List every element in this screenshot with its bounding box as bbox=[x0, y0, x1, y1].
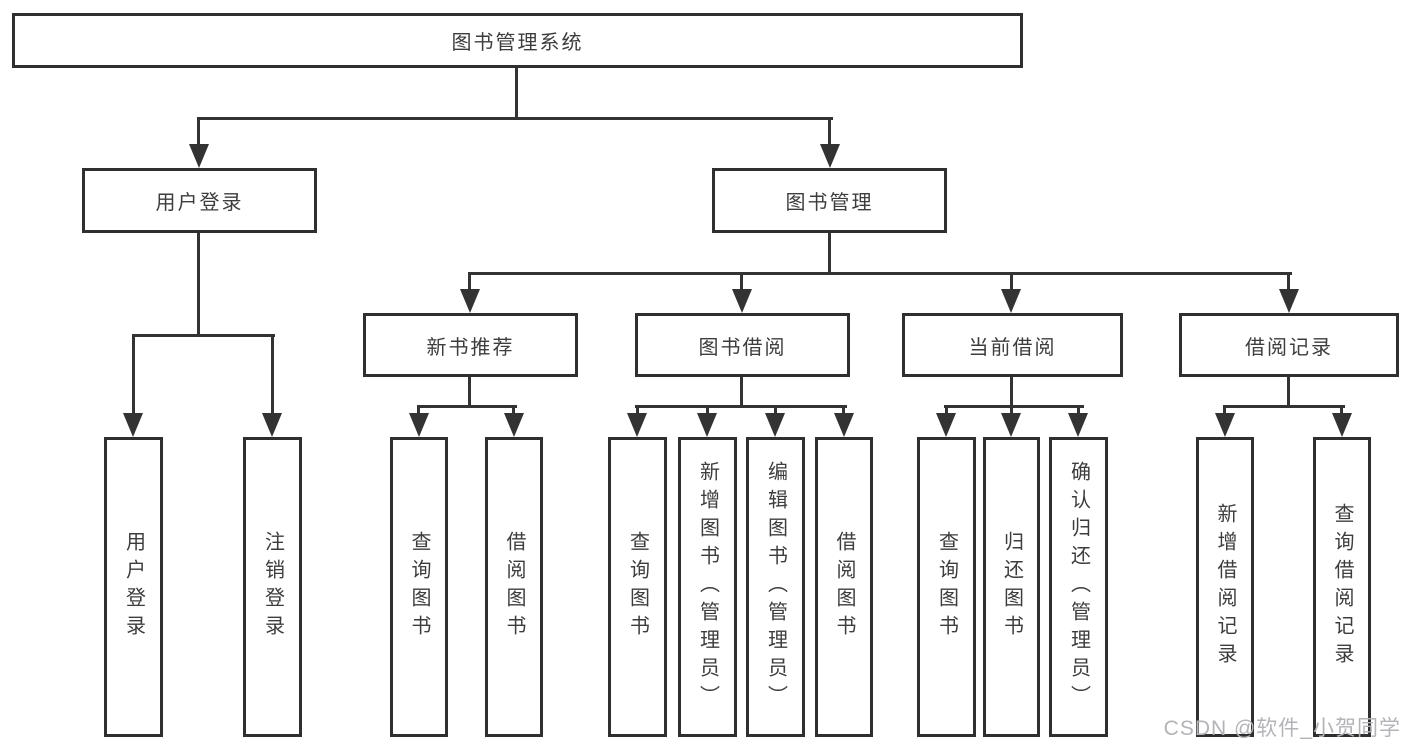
leaf-user-login: 用户登录 bbox=[104, 437, 163, 737]
node-label: 借阅记录 bbox=[1245, 336, 1333, 359]
leaf-label: 新增图书（管理员） bbox=[696, 461, 719, 713]
arrowhead-icon bbox=[189, 144, 209, 168]
arrowhead-icon bbox=[1068, 413, 1088, 437]
leaf-edit-books-admin: 编辑图书（管理员） bbox=[746, 437, 805, 737]
arrowhead-icon bbox=[409, 413, 429, 437]
arrowhead-icon bbox=[765, 413, 785, 437]
watermark: CSDN @软件_小贺同学 bbox=[1163, 717, 1401, 740]
leaf-borrow-books-borrowing: 借阅图书 bbox=[815, 437, 873, 737]
leaf-label: 查询图书 bbox=[626, 531, 649, 643]
connector-leaf-stem bbox=[1010, 405, 1013, 413]
node-label: 新书推荐 bbox=[426, 336, 515, 359]
connector-leaf-stem bbox=[271, 334, 274, 413]
node-borrowing-records: 借阅记录 bbox=[1179, 313, 1399, 377]
leaf-logout: 注销登录 bbox=[243, 437, 302, 737]
leaf-label: 新增借阅记录 bbox=[1214, 503, 1236, 671]
arrowhead-icon bbox=[627, 413, 647, 437]
node-book-borrowing: 图书借阅 bbox=[635, 313, 850, 377]
node-label: 图书管理 bbox=[785, 192, 874, 214]
arrowhead-icon bbox=[697, 413, 717, 437]
arrowhead-icon bbox=[936, 413, 956, 437]
leaf-label: 编辑图书（管理员） bbox=[764, 461, 787, 713]
connector-leaf-stem bbox=[706, 405, 709, 413]
connector-root-rail bbox=[197, 117, 833, 120]
connector-records-trunk bbox=[1287, 377, 1290, 408]
arrowhead-icon bbox=[460, 289, 480, 313]
leaf-label: 确认归还（管理员） bbox=[1067, 461, 1090, 713]
leaf-search-books-recommend: 查询图书 bbox=[390, 437, 448, 737]
connector-new-book-rail bbox=[417, 405, 517, 408]
connector-borrowing-rail bbox=[635, 405, 847, 408]
node-library-system: 图书管理系统 bbox=[12, 13, 1023, 68]
arrowhead-icon bbox=[1279, 289, 1299, 313]
leaf-search-books-borrowing: 查询图书 bbox=[608, 437, 667, 737]
connector-user-login-rail bbox=[132, 334, 275, 337]
node-user-login: 用户登录 bbox=[82, 168, 317, 233]
leaf-return-books: 归还图书 bbox=[983, 437, 1040, 737]
connector-leaf-stem bbox=[1077, 405, 1080, 413]
connector-root-trunk bbox=[515, 68, 518, 120]
leaf-confirm-return-admin: 确认归还（管理员） bbox=[1049, 437, 1108, 737]
node-label: 当前借阅 bbox=[968, 336, 1057, 359]
connector-book-mgmt-rail bbox=[468, 272, 1292, 275]
connector-leaf-stem bbox=[512, 405, 515, 413]
connector-leaf-stem bbox=[774, 405, 777, 413]
node-label: 图书管理系统 bbox=[451, 32, 584, 54]
connector-borrowing-trunk bbox=[740, 377, 743, 408]
connector-book-mgmt-trunk bbox=[828, 233, 831, 275]
connector-new-book-trunk bbox=[468, 377, 471, 408]
connector-leaf-stem bbox=[132, 334, 135, 413]
connector-user-login-stem bbox=[197, 117, 200, 144]
arrowhead-icon bbox=[732, 289, 752, 313]
leaf-search-borrow-record: 查询借阅记录 bbox=[1313, 437, 1371, 737]
leaf-label: 查询借阅记录 bbox=[1331, 503, 1353, 671]
connector-leaf-stem bbox=[1223, 405, 1226, 413]
arrowhead-icon bbox=[504, 413, 524, 437]
arrowhead-icon bbox=[820, 144, 840, 168]
node-current-borrowing: 当前借阅 bbox=[902, 313, 1123, 377]
arrowhead-icon bbox=[1215, 413, 1235, 437]
connector-book-mgmt-stem bbox=[828, 117, 831, 144]
connector-new-book-stem bbox=[468, 272, 471, 289]
connector-leaf-stem bbox=[636, 405, 639, 413]
node-label: 用户登录 bbox=[155, 192, 244, 214]
arrowhead-icon bbox=[262, 413, 282, 437]
leaf-label: 注销登录 bbox=[261, 531, 284, 643]
connector-current-trunk bbox=[1010, 377, 1013, 408]
connector-leaf-stem bbox=[417, 405, 420, 413]
node-label: 图书借阅 bbox=[698, 336, 787, 359]
leaf-add-books-admin: 新增图书（管理员） bbox=[678, 437, 737, 737]
leaf-label: 借阅图书 bbox=[833, 531, 855, 643]
connector-leaf-stem bbox=[1340, 405, 1343, 413]
arrowhead-icon bbox=[834, 413, 854, 437]
connector-current-stem bbox=[1010, 272, 1013, 289]
leaf-search-books-current: 查询图书 bbox=[917, 437, 976, 737]
connector-records-stem bbox=[1287, 272, 1290, 289]
arrowhead-icon bbox=[1001, 413, 1021, 437]
leaf-label: 查询图书 bbox=[935, 531, 958, 643]
connector-records-rail bbox=[1223, 405, 1345, 408]
leaf-label: 查询图书 bbox=[408, 531, 430, 643]
connector-current-rail bbox=[944, 405, 1084, 408]
leaf-label: 归还图书 bbox=[1000, 531, 1023, 643]
arrowhead-icon bbox=[1001, 289, 1021, 313]
leaf-add-borrow-record: 新增借阅记录 bbox=[1196, 437, 1254, 737]
connector-leaf-stem bbox=[842, 405, 845, 413]
leaf-borrow-books-recommend: 借阅图书 bbox=[485, 437, 543, 737]
arrowhead-icon bbox=[123, 413, 143, 437]
connector-leaf-stem bbox=[945, 405, 948, 413]
node-new-book-recommendation: 新书推荐 bbox=[363, 313, 578, 377]
leaf-label: 用户登录 bbox=[122, 531, 145, 643]
connector-user-login-trunk bbox=[197, 233, 200, 337]
node-book-management: 图书管理 bbox=[712, 168, 947, 233]
arrowhead-icon bbox=[1332, 413, 1352, 437]
connector-borrowing-stem bbox=[740, 272, 743, 289]
leaf-label: 借阅图书 bbox=[503, 531, 525, 643]
